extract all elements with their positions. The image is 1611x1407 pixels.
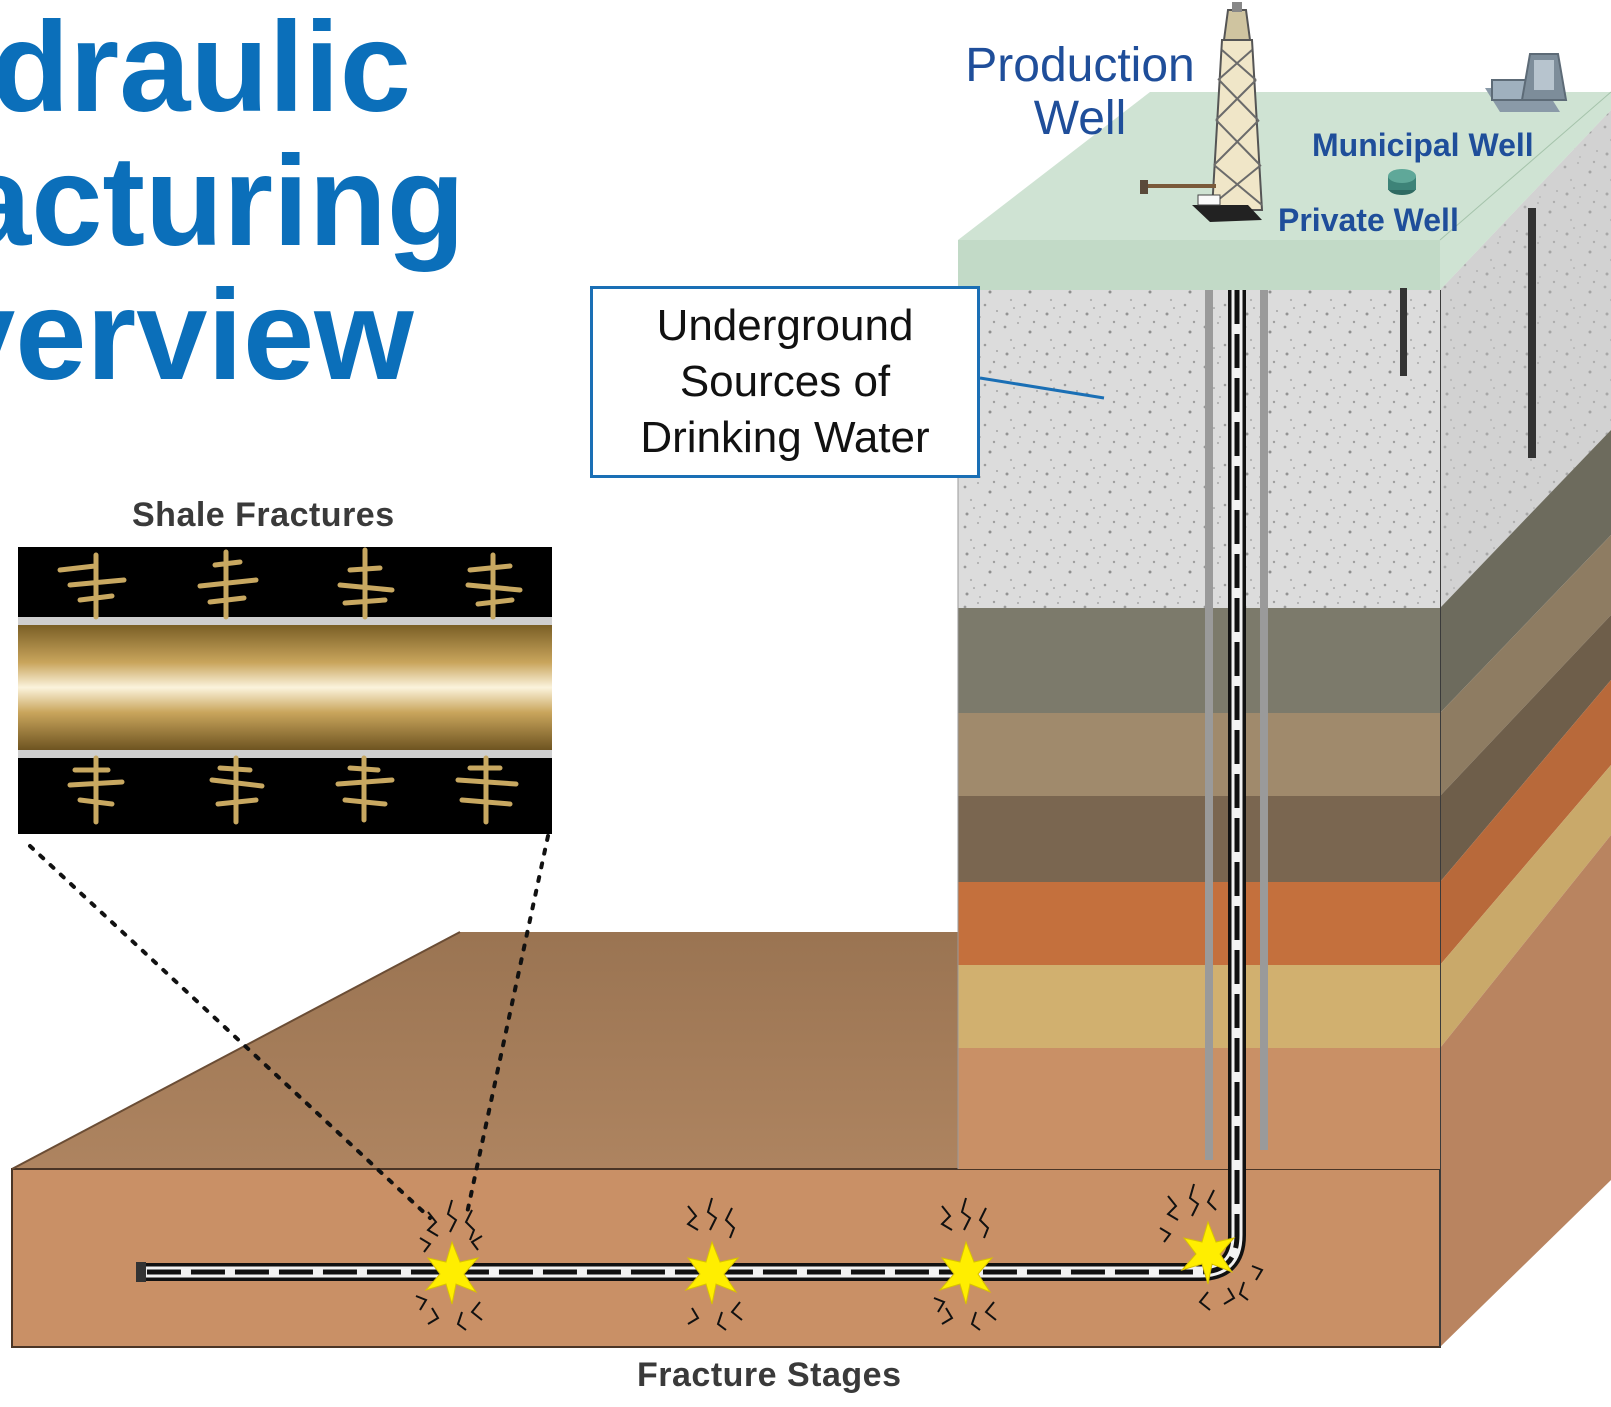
rock-layer-3 xyxy=(958,796,1440,882)
title-line-1: ydraulic xyxy=(0,0,411,139)
fracture-stage-4 xyxy=(1159,1183,1264,1311)
pump-house-icon xyxy=(1485,53,1568,112)
production-well-label-line1: Production xyxy=(965,39,1195,92)
private-well-label: Private Well xyxy=(1278,202,1459,238)
inset-wellbore xyxy=(18,625,552,750)
usdw-label-line3: Drinking Water xyxy=(640,413,930,463)
title-line-2: acturing xyxy=(0,130,465,273)
drilling-rig-icon xyxy=(1140,2,1264,222)
geology-column xyxy=(957,91,1611,1347)
shale-fractures-inset xyxy=(18,547,552,834)
usdw-callout-box: Underground Sources of Drinking Water xyxy=(590,286,980,478)
rock-layer-6 xyxy=(958,1048,1440,1169)
rock-layer-4 xyxy=(958,882,1440,965)
usdw-label-line2: Sources of xyxy=(679,356,891,406)
municipal-well-shaft xyxy=(1528,208,1536,458)
usdw-label-line1: Underground xyxy=(656,300,914,350)
fracture-stage-1 xyxy=(415,1199,483,1331)
production-wellbore xyxy=(136,290,1268,1282)
production-well-label-line2: Well xyxy=(1033,91,1127,145)
aquifer-layer xyxy=(958,290,1440,608)
municipal-well-label: Municipal Well xyxy=(1312,127,1534,163)
fracture-stages-label: Fracture Stages xyxy=(637,1356,902,1394)
zoom-lines xyxy=(28,834,550,1220)
rock-layer-5 xyxy=(958,965,1440,1048)
usdw-pointer xyxy=(979,376,1105,400)
private-well-shaft xyxy=(1400,288,1407,376)
title-line-3: verview xyxy=(0,264,414,407)
production-well-label: Production Well xyxy=(950,39,1210,146)
fracture-stage-3 xyxy=(933,1197,997,1331)
rock-layer-2 xyxy=(958,713,1440,796)
rock-layer-1 xyxy=(958,608,1440,713)
shale-fractures-label: Shale Fractures xyxy=(132,496,395,534)
fracture-stage-2 xyxy=(684,1197,743,1331)
private-well-icon xyxy=(1388,169,1416,195)
